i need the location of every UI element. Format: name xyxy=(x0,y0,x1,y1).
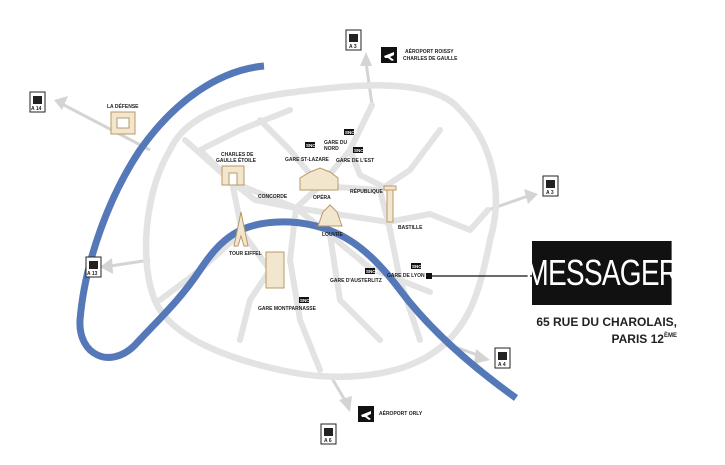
road-network xyxy=(142,82,500,380)
seine-river xyxy=(76,62,519,401)
address-suffix: ÈME xyxy=(663,333,677,339)
label-gare-de-lyon: GARE DE LYON xyxy=(387,273,425,279)
label-gare-montparnasse: GARE MONTPARNASSE xyxy=(258,306,317,312)
la-defense-icon xyxy=(110,111,136,135)
airplane-icon-orly xyxy=(358,406,374,422)
label-gare-du-nord-1: GARE DU xyxy=(324,140,347,146)
label-la-defense: LA DÉFENSE xyxy=(107,102,139,110)
opera-icon xyxy=(299,167,339,191)
sncf-icon-austerlitz: SNCF xyxy=(366,269,379,274)
sncf-icon-montparnasse: SNCF xyxy=(300,298,313,303)
highway-sign-a13: A 13 xyxy=(85,256,102,278)
highway-sign-a3-north: A 3 xyxy=(345,29,362,51)
label-bastille: BASTILLE xyxy=(398,225,423,231)
label-gare-austerlitz: GARE D'AUSTERLITZ xyxy=(330,278,382,284)
svg-text:A 14: A 14 xyxy=(31,106,42,112)
svg-text:A 13: A 13 xyxy=(87,271,98,277)
sncf-icon-est: SNCF xyxy=(354,148,367,153)
address-line-1: 65 RUE DU CHAROLAIS, xyxy=(536,315,677,329)
svg-text:A 3: A 3 xyxy=(546,190,554,196)
svg-text:A 6: A 6 xyxy=(324,438,332,444)
label-roissy-1: AÉROPORT ROISSY xyxy=(405,47,454,55)
label-etoile-1: CHARLES DE xyxy=(221,152,254,158)
sncf-icon-nord: SNCF xyxy=(345,130,358,135)
highway-signs: A 3 A 14 A 3 A 13 A 4 A 6 xyxy=(29,29,559,445)
label-concorde: CONCORDE xyxy=(258,194,288,200)
label-gare-de-l-est: GARE DE L'EST xyxy=(336,158,374,164)
highway-sign-a6: A 6 xyxy=(320,423,337,445)
highway-arrows xyxy=(54,52,538,412)
label-gare-du-nord-2: NORD xyxy=(324,146,339,152)
arc-de-triomphe-icon xyxy=(221,165,245,186)
louvre-icon xyxy=(317,204,343,227)
svg-text:A 3: A 3 xyxy=(349,44,357,50)
montparnasse-tower-icon xyxy=(265,251,285,289)
address-city: PARIS 12 xyxy=(611,332,664,346)
destination-pointer xyxy=(426,273,532,279)
highway-sign-a14: A 14 xyxy=(29,91,46,113)
place-labels: LA DÉFENSE CHARLES DE GAULLE ÉTOILE CONC… xyxy=(107,47,458,417)
label-etoile-2: GAULLE ÉTOILE xyxy=(216,156,257,164)
eiffel-tower-icon xyxy=(233,211,249,247)
bastille-icon xyxy=(383,185,397,223)
sncf-icon-st-lazare: SNCF xyxy=(306,143,319,148)
highway-sign-a4: A 4 xyxy=(494,347,511,369)
label-orly: AÉROPORT ORLY xyxy=(379,409,423,417)
label-tour-eiffel: TOUR EIFFEL xyxy=(229,251,262,257)
svg-text:A 4: A 4 xyxy=(498,362,506,368)
label-opera: OPÉRA xyxy=(313,193,331,201)
address: 65 RUE DU CHAROLAIS, PARIS 12ÈME xyxy=(536,315,677,346)
label-republique: RÉPUBLIQUE xyxy=(350,187,383,195)
label-gare-st-lazare: GARE ST-LAZARE xyxy=(285,157,330,163)
label-roissy-2: CHARLES DE GAULLE xyxy=(403,56,458,62)
label-louvre: LOUVRE xyxy=(322,232,344,238)
address-line-2: PARIS 12ÈME xyxy=(536,329,677,346)
highway-sign-a3-east: A 3 xyxy=(542,175,559,197)
messager-logo: MESSAGER xyxy=(525,241,679,305)
sncf-icon-lyon: SNCF xyxy=(412,264,425,269)
sncf-icons: SNCF SNCF SNCF SNCF SNCF SNCF xyxy=(299,129,425,303)
airplane-icon-roissy xyxy=(381,47,397,63)
